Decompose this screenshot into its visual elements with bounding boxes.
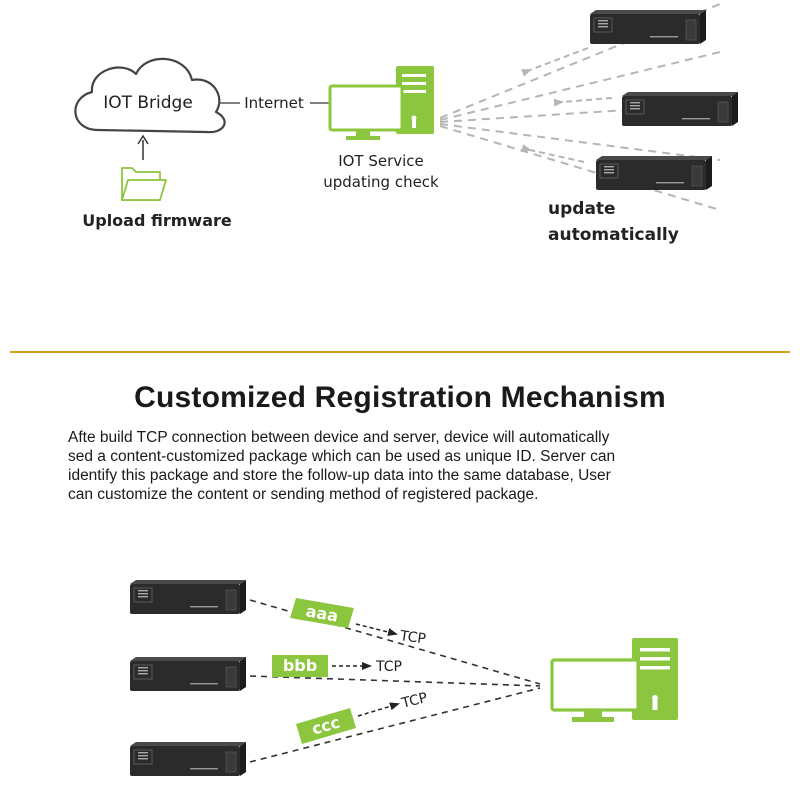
device-icon bbox=[129, 656, 247, 692]
update-arrow bbox=[553, 97, 613, 107]
update-label-line2: automatically bbox=[548, 225, 679, 245]
update-label-line1: update bbox=[548, 199, 616, 219]
description-line: sed a content-customized package which c… bbox=[68, 448, 616, 465]
package-tag: aaa bbox=[290, 598, 354, 628]
server-label-line1: IOT Service bbox=[338, 152, 424, 170]
device-icon bbox=[129, 579, 247, 615]
description-line: identify this package and store the foll… bbox=[68, 467, 611, 484]
update-path-line bbox=[439, 51, 721, 121]
description-line: can customize the content or sending met… bbox=[68, 486, 539, 503]
cloud-icon bbox=[74, 57, 226, 134]
tcp-path-line bbox=[249, 675, 541, 687]
internet-label: Internet bbox=[244, 94, 304, 112]
tcp-path-line bbox=[249, 687, 541, 763]
tcp-label: TCP bbox=[398, 628, 427, 648]
package-tag: ccc bbox=[296, 708, 356, 744]
update-path-line bbox=[439, 103, 721, 123]
server-computer-icon bbox=[550, 638, 678, 722]
device-icon bbox=[589, 9, 707, 45]
server-label-line2: updating check bbox=[323, 173, 439, 191]
package-tag-text: ccc bbox=[310, 712, 343, 738]
tcp-paths bbox=[249, 599, 541, 763]
folder-icon bbox=[121, 167, 167, 201]
update-arrow bbox=[521, 47, 589, 77]
update-path-line bbox=[439, 125, 721, 211]
cloud-label: IOT Bridge bbox=[103, 93, 193, 113]
mechanism-description: Afte build TCP connection between device… bbox=[68, 428, 738, 504]
upload-label: Upload firmware bbox=[82, 211, 232, 230]
package-tag-text: bbb bbox=[283, 656, 317, 675]
description-line: Afte build TCP connection between device… bbox=[68, 429, 610, 446]
tcp-label: TCP bbox=[399, 690, 429, 712]
tcp-label: TCP bbox=[375, 659, 402, 675]
upload-arrow-head bbox=[137, 134, 149, 145]
server-computer-icon bbox=[328, 66, 434, 140]
device-icon bbox=[595, 155, 713, 191]
tcp-arrow bbox=[355, 623, 398, 636]
update-path-line bbox=[439, 123, 721, 161]
update-arrows bbox=[521, 47, 613, 163]
mechanism-title: Customized Registration Mechanism bbox=[134, 381, 666, 414]
tcp-arrow bbox=[357, 702, 400, 717]
update-paths bbox=[439, 3, 721, 211]
device-icon bbox=[129, 741, 247, 777]
device-icon bbox=[621, 91, 739, 127]
package-tag: bbb bbox=[272, 655, 328, 677]
